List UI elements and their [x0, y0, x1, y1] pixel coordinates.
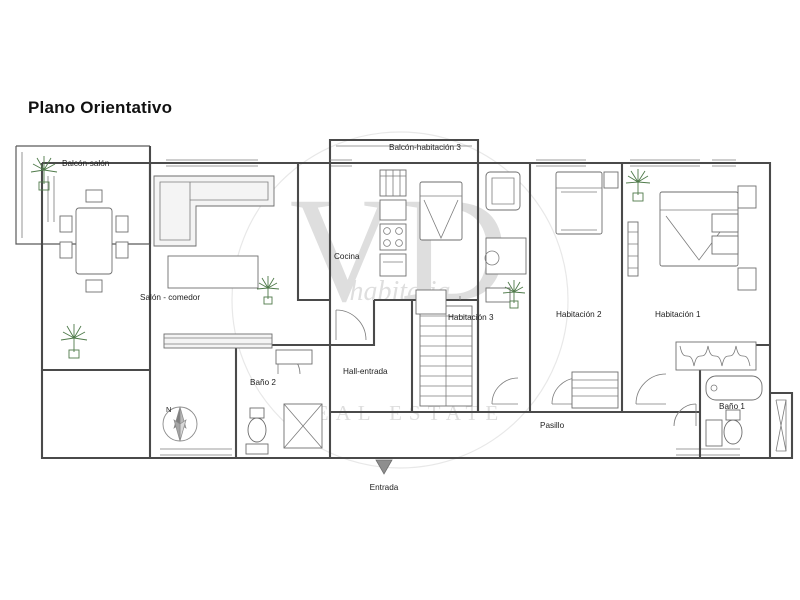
plant-icon — [60, 324, 88, 359]
living-room-furniture — [59, 175, 313, 365]
room-label-balcon-salon: Balcón-salón — [62, 159, 110, 168]
room-label-hall-entrada: Hall-entrada — [343, 367, 388, 376]
room-labels: Balcón-salón Salón - comedor Cocina Balc… — [62, 143, 745, 430]
compass-label: N — [166, 405, 171, 414]
room-label-habitacion-1: Habitación 1 — [655, 310, 701, 319]
room-label-cocina: Cocina — [334, 252, 360, 261]
windows — [47, 159, 740, 456]
kitchen-furniture — [379, 169, 447, 315]
compass-rose: N — [162, 405, 198, 442]
page-title: Plano Orientativo — [28, 98, 173, 117]
entrance-marker: Entrada — [370, 459, 399, 492]
room-label-bano-1: Baño 1 — [719, 402, 745, 411]
plant-icon — [502, 280, 526, 309]
room-label-habitacion-3: Habitación 3 — [448, 313, 494, 322]
bedroom-1-furniture — [627, 185, 763, 401]
room-label-bano-2: Baño 2 — [250, 378, 276, 387]
entrance-label: Entrada — [370, 483, 399, 492]
plant-icon — [625, 169, 651, 202]
bathroom-2-fixtures — [245, 403, 323, 455]
bathroom-1-fixtures — [705, 409, 743, 447]
bedroom-2-furniture — [555, 171, 619, 409]
room-label-salon-comedor: Salón - comedor — [140, 293, 200, 302]
staircase — [419, 296, 473, 407]
bedroom-3-furniture — [419, 171, 527, 303]
plant-icon — [30, 156, 58, 191]
room-label-balcon-habitacion-3: Balcón-habitación 3 — [389, 143, 461, 152]
room-label-pasillo: Pasillo — [540, 421, 565, 430]
plants — [30, 156, 651, 359]
exterior-walls — [15, 138, 794, 460]
interior-walls — [234, 163, 770, 458]
plant-icon — [256, 276, 280, 305]
room-label-habitacion-2: Habitación 2 — [556, 310, 602, 319]
